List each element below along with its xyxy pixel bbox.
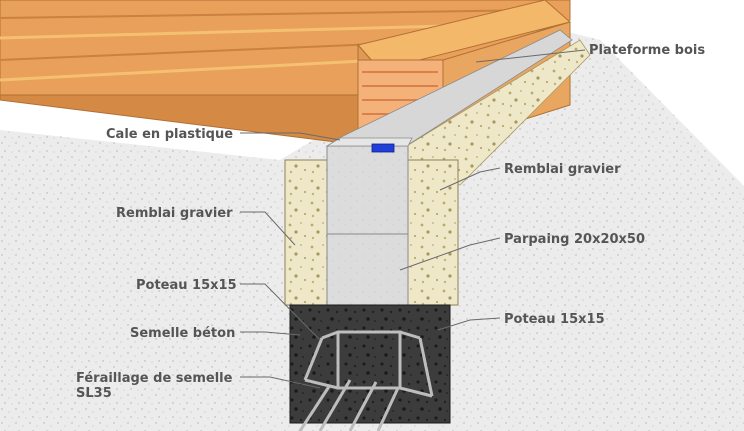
plastic-shim: [371, 143, 395, 153]
reinforcement-cage: [298, 330, 434, 431]
label-semelle-beton: Semelle béton: [130, 326, 235, 341]
label-poteau-left: Poteau 15x15: [136, 278, 237, 293]
gravel-left: [284, 159, 328, 306]
label-ferraillage-line1: Féraillage de semelle: [76, 371, 233, 386]
label-cale-en-plastique: Cale en plastique: [106, 127, 233, 142]
label-poteau-right: Poteau 15x15: [504, 312, 605, 327]
label-remblai-gravier-right: Remblai gravier: [504, 162, 621, 177]
label-remblai-gravier-left: Remblai gravier: [116, 206, 233, 221]
label-plateforme-bois: Plateforme bois: [589, 43, 705, 58]
label-ferraillage-line2: SL35: [76, 386, 112, 401]
gravel-right: [407, 159, 459, 306]
block-pillar: [325, 137, 413, 307]
leader-lines: [240, 49, 586, 389]
label-parpaing: Parpaing 20x20x50: [504, 232, 645, 247]
